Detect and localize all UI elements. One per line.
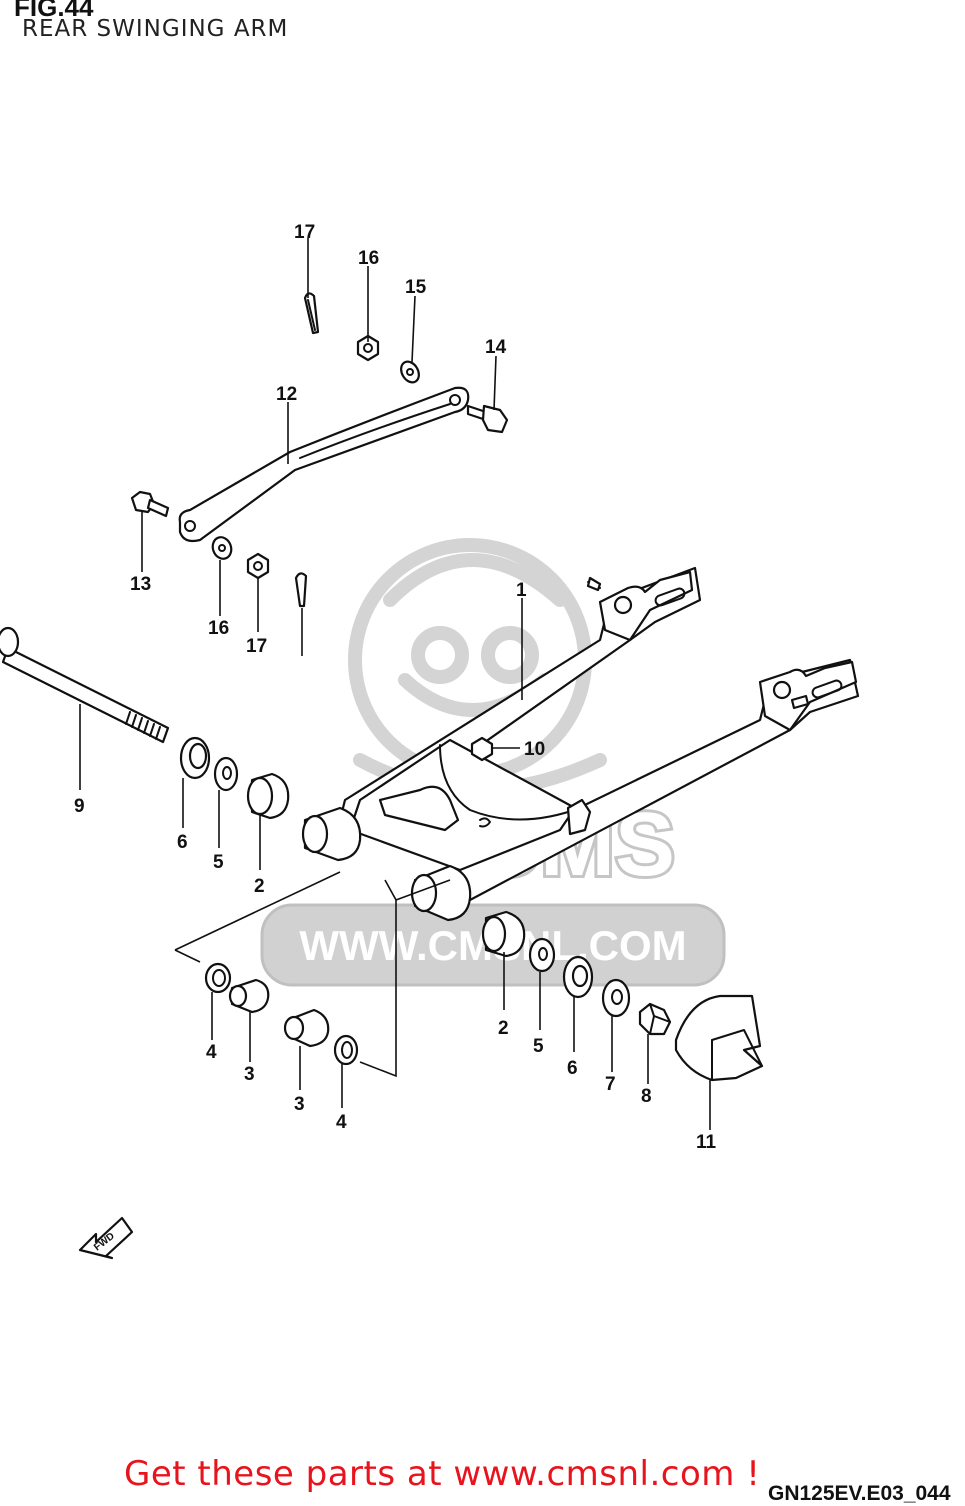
callout-10: 10 xyxy=(524,739,545,760)
part-8-nut xyxy=(638,1002,672,1036)
callout-2-left: 2 xyxy=(254,876,265,897)
fwd-arrow-icon: FWD xyxy=(78,1216,134,1260)
callout-14: 14 xyxy=(485,337,507,358)
callout-17-upper: 17 xyxy=(294,222,315,243)
callout-7: 7 xyxy=(605,1074,616,1095)
part-2-bushing-right xyxy=(481,910,526,958)
figure-number: FIG.44 xyxy=(14,0,94,22)
part-1-swinging-arm xyxy=(301,566,860,922)
callout-5-right: 5 xyxy=(533,1036,544,1057)
part-6-seal-left xyxy=(179,736,211,780)
callout-16-upper: 16 xyxy=(358,248,379,269)
callout-6-right: 6 xyxy=(567,1058,578,1079)
callout-5-left: 5 xyxy=(213,852,224,873)
part-15-washer-lower xyxy=(211,536,233,560)
leader-lines xyxy=(79,238,711,1130)
callout-11: 11 xyxy=(696,1132,717,1153)
callout-1: 1 xyxy=(516,580,527,601)
part-12-torque-link xyxy=(178,386,470,543)
part-11-chain-guard xyxy=(674,994,764,1082)
part-3-bushing-lower-right xyxy=(283,1008,330,1048)
callout-15-lower: 16 xyxy=(208,618,229,639)
part-9-pivot-shaft xyxy=(0,626,170,744)
callout-15-upper: 15 xyxy=(405,277,427,298)
part-2-bushing-left xyxy=(246,772,290,820)
part-3-bushing-lower-left xyxy=(228,978,270,1014)
callout-4-left: 4 xyxy=(206,1042,217,1063)
callout-8: 8 xyxy=(641,1086,652,1107)
part-16-nut-lower xyxy=(246,552,270,580)
callout-3-right: 3 xyxy=(294,1094,305,1115)
figure-title: REAR SWINGING ARM xyxy=(22,16,289,42)
part-5-washer-left xyxy=(213,756,239,792)
part-17-cotter-pin-lower xyxy=(294,572,308,608)
part-6-seal-right xyxy=(562,955,594,999)
callout-16-lower: 17 xyxy=(246,636,267,657)
part-13-bolt xyxy=(130,490,170,518)
part-4-seal-lower-left xyxy=(204,962,232,994)
part-17-cotter-pin-upper xyxy=(303,292,320,335)
part-10-nut xyxy=(470,736,494,762)
callout-4-right: 4 xyxy=(336,1112,347,1133)
assembly-bracket-lines xyxy=(174,871,451,1078)
callout-2-right: 2 xyxy=(498,1018,509,1039)
callout-3-left: 3 xyxy=(244,1064,255,1085)
part-15-washer-upper xyxy=(400,360,420,384)
callout-13: 13 xyxy=(130,574,151,595)
part-7-washer xyxy=(601,978,631,1018)
part-14-bolt xyxy=(466,404,509,434)
part-4-seal-lower-right xyxy=(333,1034,359,1066)
callout-6-left: 6 xyxy=(177,832,188,853)
cmsnl-parts-link[interactable]: Get these parts at www.cmsnl.com ! xyxy=(124,1454,761,1494)
callout-labels: 17 16 15 14 12 13 16 17 1 9 6 5 2 10 2 5… xyxy=(74,222,717,1153)
callout-12: 12 xyxy=(276,384,297,405)
diagram-code: GN125EV.E03_044 xyxy=(768,1482,951,1505)
callout-9: 9 xyxy=(74,796,85,817)
part-5-washer-right xyxy=(528,937,556,973)
